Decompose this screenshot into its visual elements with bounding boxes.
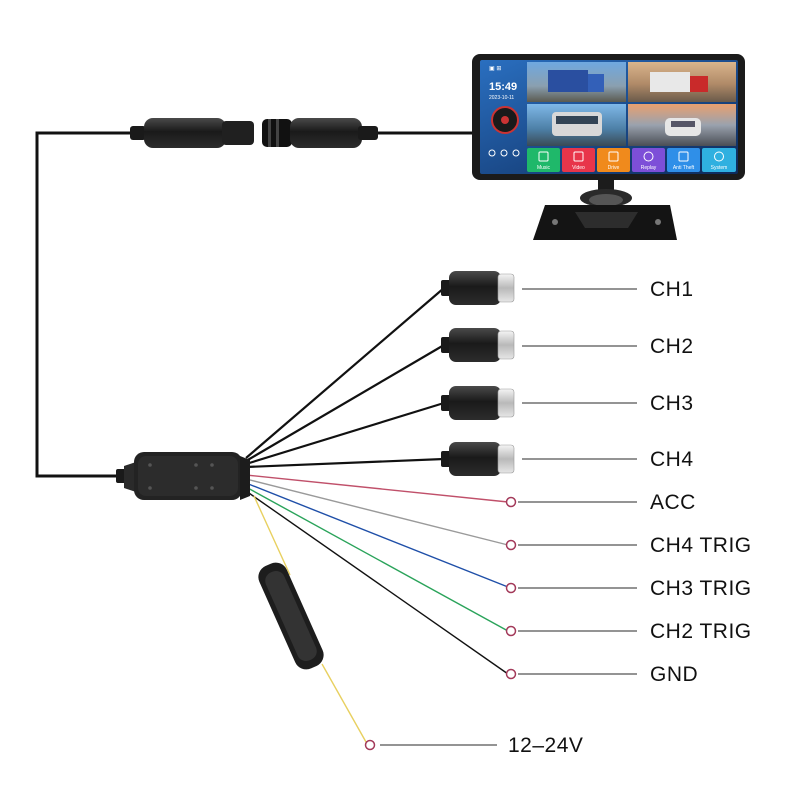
- label-ch2: CH2: [650, 335, 694, 358]
- wire-power-lower: [321, 663, 367, 743]
- wire-ch3: [245, 401, 445, 466]
- terminal-ch3-trig: [505, 582, 517, 594]
- fuse-holder: [258, 562, 324, 670]
- label-acc: ACC: [650, 491, 696, 514]
- app-anti-theft: [667, 148, 700, 172]
- terminal-ch2-trig: [505, 625, 517, 637]
- camera-connector-ch4: [441, 442, 515, 476]
- wire-ch4-trig: [245, 478, 509, 546]
- app-label-music: Music: [537, 165, 551, 171]
- label-ch3: CH3: [650, 392, 694, 415]
- camera-connector-ch1: [441, 271, 515, 305]
- label-ch3-trig: CH3 TRIG: [650, 577, 752, 600]
- camera-connector-ch2: [441, 328, 515, 362]
- app-drive: [597, 148, 630, 172]
- wire-ch2: [245, 344, 445, 462]
- wire-ch2-trig: [245, 486, 509, 632]
- label-ch2-trig: CH2 TRIG: [650, 620, 752, 643]
- app-video: [562, 148, 595, 172]
- label-ch1: CH1: [650, 278, 694, 301]
- home-icon: ▣ ⊞: [489, 66, 501, 72]
- monitor-time: 15:49: [489, 81, 517, 93]
- app-label-video: Video: [572, 165, 585, 171]
- wire-ch4: [245, 457, 445, 469]
- label-gnd: GND: [650, 663, 699, 686]
- label-ch4: CH4: [650, 448, 694, 471]
- terminal-ch4-trig: [505, 539, 517, 551]
- wire-gnd: [245, 490, 509, 675]
- app-label-drive: Drive: [608, 165, 620, 171]
- wire-acc: [245, 474, 509, 503]
- app-label-anti-theft: Anti Theft: [673, 165, 695, 171]
- monitor: ▣ ⊞ 15:49 2023-10-11: [472, 54, 745, 240]
- wire-ch3-trig: [245, 482, 509, 588]
- splitter-box: [116, 452, 250, 500]
- harness-wires: [245, 287, 509, 743]
- app-replay: [632, 148, 665, 172]
- aviation-connector-pair: [130, 118, 378, 148]
- monitor-date: 2023-10-11: [489, 95, 514, 101]
- wire-ch1: [245, 287, 445, 459]
- wire-power-upper: [253, 495, 291, 576]
- label-ch4-trig: CH4 TRIG: [650, 534, 752, 557]
- app-music: [527, 148, 560, 172]
- terminal-power: [364, 739, 376, 751]
- terminal-acc: [505, 496, 517, 508]
- label-power: 12–24V: [508, 734, 584, 757]
- main-cable: [35, 131, 130, 478]
- app-system: [702, 148, 736, 172]
- terminal-gnd: [505, 668, 517, 680]
- leader-lines: [380, 288, 637, 746]
- camera-connector-ch3: [441, 386, 515, 420]
- app-label-system: System: [711, 165, 728, 171]
- app-bar: Music Video Drive Replay Anti Theft Syst…: [527, 148, 736, 172]
- app-label-replay: Replay: [641, 165, 657, 171]
